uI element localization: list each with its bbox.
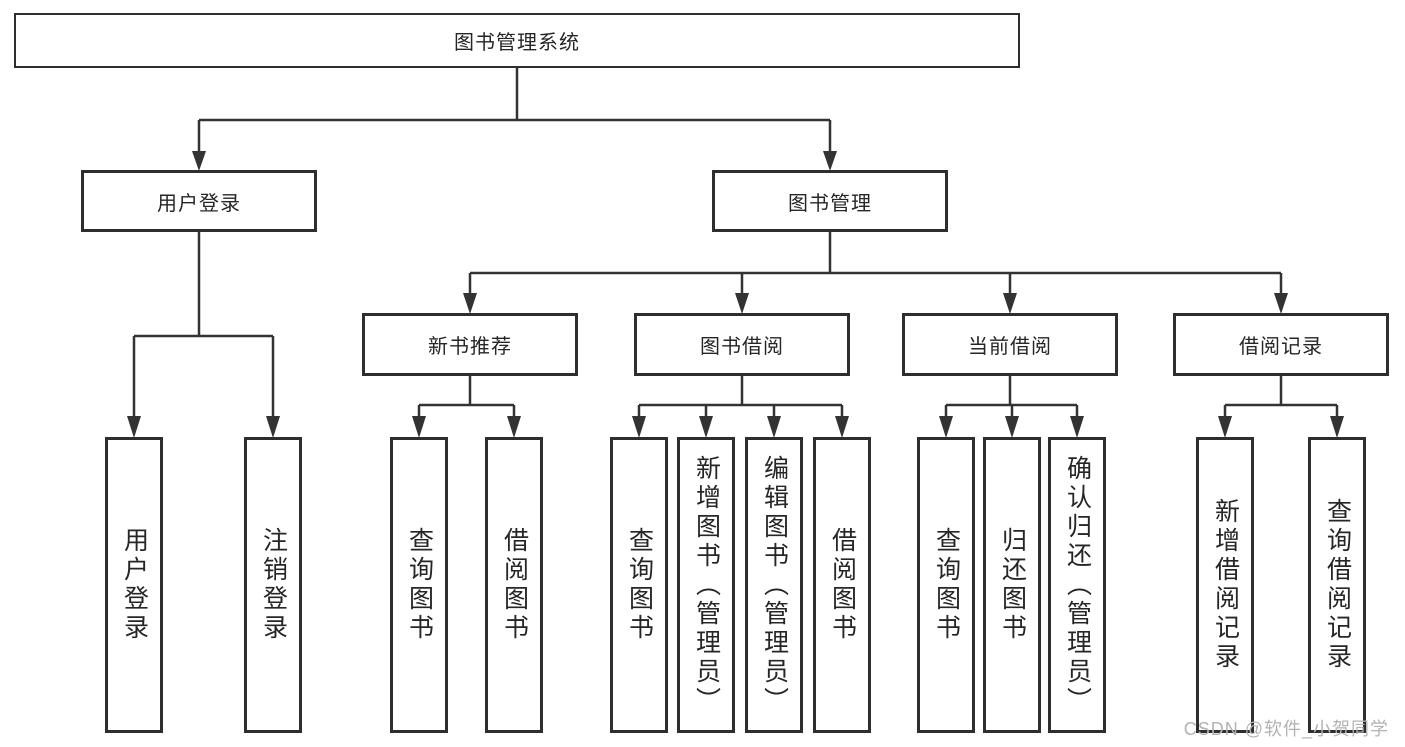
leaf-add-borrow-record: 新增借阅记录 [1196,437,1254,733]
arrowhead [1218,416,1232,438]
leaf-label: 确认归还（管理员） [1063,454,1092,716]
arrowhead [1274,293,1288,314]
leaf-label: 注销登录 [259,527,288,643]
leaf-label: 查询图书 [405,527,434,643]
arrowhead [507,416,521,438]
leaf-label: 借阅图书 [500,527,529,643]
arrowhead [127,416,141,438]
leaf-query-books-recommend: 查询图书 [390,437,448,733]
arrowhead [1330,416,1344,438]
leaf-label: 新增图书（管理员） [692,454,721,716]
connector-current-borrow-group [944,376,1079,418]
connector-user-login-group [132,232,275,418]
node-current-borrow: 当前借阅 [902,313,1118,376]
arrowhead [835,416,849,438]
connector-borrow-records-group [1223,376,1339,418]
arrowhead [1003,293,1017,314]
arrowhead [192,151,206,171]
leaf-query-books-current: 查询图书 [917,437,975,733]
arrowhead [735,293,749,314]
leaf-return-books: 归还图书 [983,437,1041,733]
connector-book-borrow-group [637,376,844,418]
leaf-label: 借阅图书 [828,527,857,643]
connector-new-book-group [417,376,516,418]
arrowhead [939,416,953,438]
leaf-label: 新增借阅记录 [1211,498,1240,672]
connector-book-management-to-level3 [468,232,1283,295]
leaf-confirm-return-admin: 确认归还（管理员） [1048,437,1106,733]
leaf-label: 编辑图书（管理员） [760,454,789,716]
arrowhead [412,416,426,438]
leaf-label: 查询图书 [625,527,654,643]
arrowhead [699,416,713,438]
arrowhead [463,293,477,314]
node-root: 图书管理系统 [14,13,1020,68]
arrowhead [767,416,781,438]
arrowhead [266,416,280,438]
leaf-borrow-books-recommend: 借阅图书 [485,437,543,733]
arrowhead [1005,416,1019,438]
leaf-label: 归还图书 [998,527,1027,643]
leaf-query-books-borrow: 查询图书 [610,437,668,733]
leaf-logout: 注销登录 [244,437,302,733]
arrowhead [823,151,837,171]
leaf-user-login: 用户登录 [105,437,163,733]
leaf-label: 查询图书 [932,527,961,643]
node-book-borrow: 图书借阅 [634,313,850,376]
arrowhead [1070,416,1084,438]
node-borrow-records: 借阅记录 [1173,313,1389,376]
leaf-label: 用户登录 [120,527,149,643]
node-user-login: 用户登录 [81,170,317,232]
leaf-query-borrow-record: 查询借阅记录 [1308,437,1366,733]
connector-root-to-level2 [197,68,832,152]
node-book-management: 图书管理 [712,170,948,232]
leaf-borrow-books-borrow: 借阅图书 [813,437,871,733]
arrowhead [632,416,646,438]
leaf-edit-books-admin: 编辑图书（管理员） [745,437,803,733]
leaf-add-books-admin: 新增图书（管理员） [677,437,735,733]
node-new-book-recommend: 新书推荐 [362,313,578,376]
leaf-label: 查询借阅记录 [1323,498,1352,672]
